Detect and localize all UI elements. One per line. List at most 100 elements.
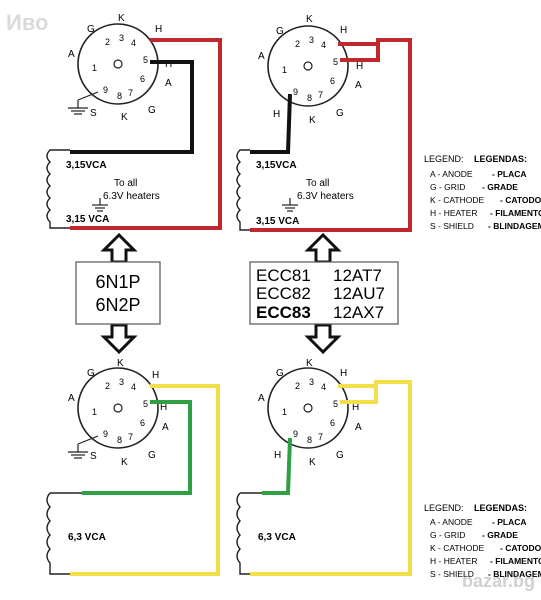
legend-top: LEGEND: LEGENDAS: A - ANODE - PLACA G - …: [424, 154, 541, 231]
center-tap-wire-green: [82, 400, 192, 495]
label-h-right: H: [356, 61, 363, 72]
pin-4: 4: [321, 40, 326, 50]
right-row1-a: ECC81: [256, 266, 311, 285]
pin-2: 2: [105, 37, 110, 47]
label-a-right: A: [165, 78, 172, 89]
corner-watermark: bazar.bg: [461, 571, 535, 591]
label-k-bottom: K: [309, 115, 316, 126]
pin-6: 6: [140, 418, 145, 428]
legend-title-en: LEGEND:: [424, 503, 464, 513]
pin-6: 6: [140, 74, 145, 84]
vca-upper: 3,15VCA: [66, 160, 107, 171]
label-h-right: H: [352, 402, 359, 413]
legend-item-pt: - CATODO: [500, 543, 541, 553]
pin-5: 5: [333, 57, 338, 67]
legend-title-pt: LEGENDAS:: [474, 154, 527, 164]
heater-wire-red: [250, 38, 412, 232]
pin-5: 5: [333, 399, 338, 409]
pin-2: 2: [105, 381, 110, 391]
label-h-top: H: [340, 25, 347, 36]
pin-9: 9: [293, 429, 298, 439]
socket-center: [113, 403, 123, 413]
pin-3: 3: [309, 35, 314, 45]
legend-item-pt: - BLINDAGEM: [488, 221, 541, 231]
panel-bottom-right: 1 2 3 4 5 6 7 8 9 K G H A H A H K G 6,3 …: [236, 358, 412, 576]
right-row3-b: 12AX7: [333, 303, 384, 322]
pin-1: 1: [282, 65, 287, 75]
legend-item-en: G - GRID: [430, 530, 465, 540]
arrow-down-left: [100, 323, 138, 355]
label-k-bottom: K: [121, 112, 128, 123]
label-g-bottom: G: [336, 108, 344, 119]
legend-item-en: H - HEATER: [430, 208, 478, 218]
legend-item-en: S - SHIELD: [430, 569, 474, 579]
ground-icon: [282, 198, 298, 212]
right-row3-a: ECC83: [256, 303, 311, 322]
transformer-coil: [46, 149, 70, 229]
label-a-left: A: [258, 51, 265, 62]
socket-circle: [267, 367, 349, 449]
pin-5: 5: [143, 399, 148, 409]
pin-8: 8: [117, 435, 122, 445]
pin-3: 3: [309, 377, 314, 387]
legend-bottom: LEGEND: LEGENDAS: A - ANODE - PLACA G - …: [424, 503, 541, 579]
right-row1-b: 12AT7: [333, 266, 382, 285]
label-g-top: G: [276, 26, 284, 37]
panel-top-left: 1 2 3 4 5 6 7 8 9 K G H A H A S K G 3,15…: [46, 13, 222, 230]
center-tap-wire-black: [70, 60, 194, 154]
left-box-line2: 6N2P: [95, 295, 140, 315]
legend-item-pt: - PLACA: [492, 169, 526, 179]
pin-7: 7: [318, 432, 323, 442]
heater-wire-yellow: [250, 380, 412, 576]
ground-icon: [68, 435, 99, 459]
label-g-bottom: G: [148, 105, 156, 116]
pin-7: 7: [318, 90, 323, 100]
pin-8: 8: [307, 93, 312, 103]
pin-3: 3: [119, 377, 124, 387]
legend-item-en: G - GRID: [430, 182, 465, 192]
transformer-coil: [236, 149, 250, 231]
legend-item-pt: - CATODO: [500, 195, 541, 205]
label-a-right: A: [355, 80, 362, 91]
pin-2: 2: [295, 39, 300, 49]
arrow-up-right: [304, 232, 342, 264]
pin-8: 8: [307, 435, 312, 445]
pin-9: 9: [293, 87, 298, 97]
legend-item-pt: - FILAMENTO: [490, 556, 541, 566]
label-s: S: [90, 451, 97, 462]
label-a-left: A: [258, 393, 265, 404]
right-row2-b: 12AU7: [333, 284, 385, 303]
right-tube-box: [249, 261, 399, 325]
pin-4: 4: [321, 382, 326, 392]
socket-center: [303, 403, 313, 413]
pin-8: 8: [117, 91, 122, 101]
pin-7: 7: [128, 88, 133, 98]
label-h-left: H: [274, 450, 281, 461]
legend-item-pt: - FILAMENTO: [490, 208, 541, 218]
legend-item-pt: - GRADE: [482, 182, 518, 192]
left-tube-box: [75, 261, 161, 325]
legend-item-pt: - BLINDAGEM: [488, 569, 541, 579]
label-a-right: A: [162, 422, 169, 433]
vca: 6,3 VCA: [258, 532, 296, 543]
panel-top-right: 1 2 3 4 5 6 7 8 9 K G H A H A H K G 3,15…: [236, 14, 412, 232]
pin-9: 9: [103, 429, 108, 439]
label-h-top: H: [155, 24, 162, 35]
label-g-top: G: [87, 368, 95, 379]
vca-lower: 3,15 VCA: [66, 214, 109, 225]
legend-item-pt: - GRADE: [482, 530, 518, 540]
socket-circle: [267, 25, 349, 107]
label-h-top: H: [152, 370, 159, 381]
transformer-coil: [46, 492, 70, 575]
legend-item-en: K - CATHODE: [430, 543, 484, 553]
label-k-top: K: [117, 358, 124, 369]
label-g-bottom: G: [336, 450, 344, 461]
transformer-coil: [236, 492, 250, 575]
legend-item-en: S - SHIELD: [430, 221, 474, 231]
label-a-left: A: [68, 393, 75, 404]
label-k-top: K: [118, 13, 125, 24]
heater-note-2: 6.3V heaters: [297, 191, 354, 202]
legend-item-en: K - CATHODE: [430, 195, 484, 205]
label-h-top: H: [340, 368, 347, 379]
